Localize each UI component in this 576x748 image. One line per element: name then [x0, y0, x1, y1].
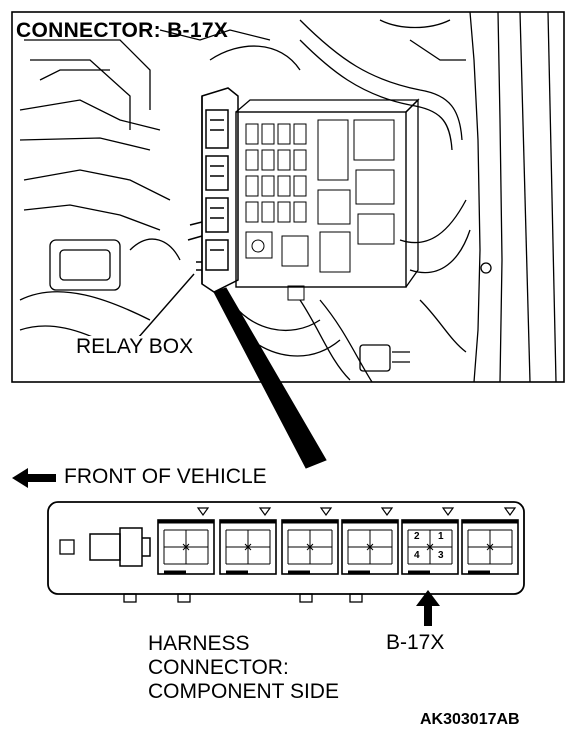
connector-b17x-drawing — [47, 501, 525, 603]
callout-wedge — [213, 287, 327, 469]
harness-connector-label: HARNESS CONNECTOR: COMPONENT SIDE — [148, 632, 339, 703]
pin-4-label: 4 — [414, 550, 420, 561]
connector-title: CONNECTOR: B-17X — [16, 19, 229, 42]
front-of-vehicle-label: FRONT OF VEHICLE — [64, 465, 267, 488]
pin-2-label: 2 — [414, 531, 420, 542]
up-arrow-icon — [416, 590, 440, 626]
pin-3-label: 3 — [438, 550, 444, 561]
pin-1-label: 1 — [438, 531, 444, 542]
connector-id-label: B-17X — [386, 631, 445, 654]
relay-box-label: RELAY BOX — [74, 335, 196, 358]
figure-code: AK303017AB — [420, 711, 520, 728]
left-arrow-icon — [12, 468, 56, 488]
engine-bay-illustration — [11, 11, 565, 383]
